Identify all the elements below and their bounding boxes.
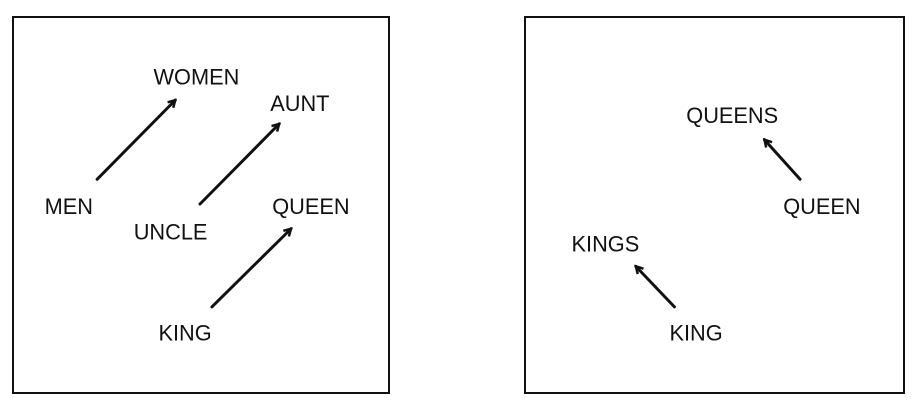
- arrow-king-to-kings: [636, 266, 676, 309]
- word-uncle: UNCLE: [134, 220, 208, 245]
- word-queens: QUEENS: [686, 103, 778, 128]
- word-queen: QUEEN: [272, 194, 349, 219]
- word-men: MEN: [45, 194, 93, 219]
- arrow-queen-to-queens: [764, 140, 802, 181]
- word-king: KING: [669, 321, 722, 346]
- word-queen: QUEEN: [783, 194, 860, 219]
- word-kings: KINGS: [572, 232, 640, 257]
- right-panel-diagram: QUEENS QUEEN KINGS KING: [572, 103, 861, 346]
- word-women: WOMEN: [154, 64, 240, 89]
- arrow-king-to-queen: [210, 229, 291, 309]
- arrow-men-to-women: [95, 100, 175, 181]
- left-panel: WOMEN AUNT MEN QUEEN UNCLE KING: [12, 16, 390, 394]
- right-panel: QUEENS QUEEN KINGS KING: [524, 16, 905, 394]
- arrow-uncle-to-aunt: [198, 124, 279, 206]
- word-aunt: AUNT: [270, 91, 329, 116]
- left-panel-diagram: WOMEN AUNT MEN QUEEN UNCLE KING: [45, 64, 350, 346]
- word-king: KING: [158, 321, 211, 346]
